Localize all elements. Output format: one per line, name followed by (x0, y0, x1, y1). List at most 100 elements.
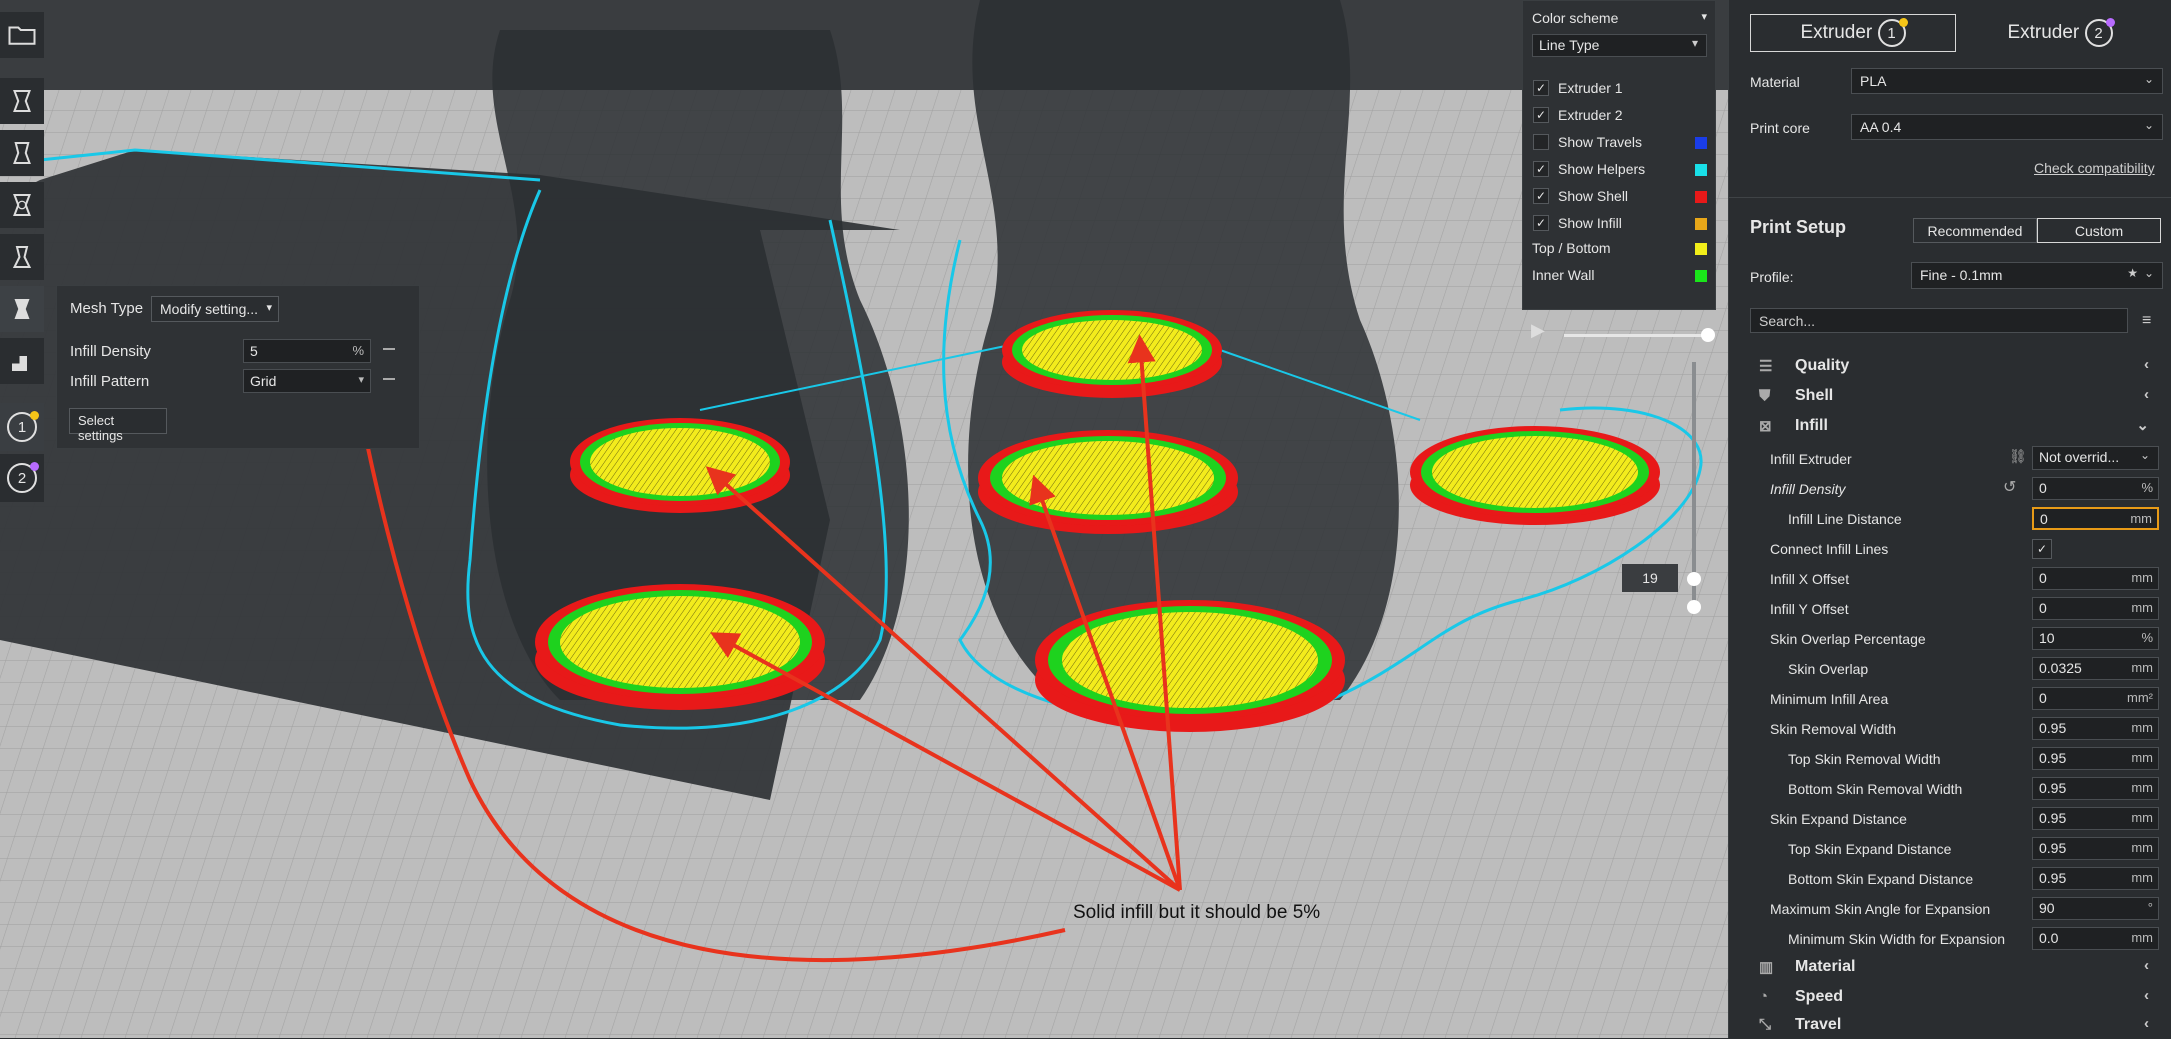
rotate-tool-button[interactable] (0, 182, 44, 228)
tab-recommended[interactable]: Recommended (1913, 218, 2037, 243)
tab-extruder-2[interactable]: Extruder 2 (1957, 14, 2163, 52)
print-core-dropdown[interactable]: AA 0.4⌄ (1851, 114, 2163, 140)
color-scheme-item[interactable]: ✓ Extruder 2 (1532, 104, 1707, 128)
color-scheme-item[interactable]: Show Travels (1532, 131, 1707, 155)
simulation-slider-handle[interactable] (1701, 328, 1715, 342)
category-quality[interactable]: ☰ Quality ‹ (1759, 356, 2149, 375)
checkbox[interactable] (1533, 134, 1549, 150)
category-travel[interactable]: ⤡ Travel ‹ (1759, 1015, 2149, 1033)
infill-density-input[interactable]: 5% (243, 339, 371, 363)
tab-extruder-1[interactable]: Extruder 1 (1750, 14, 1956, 52)
color-scheme-item[interactable]: ✓ Show Helpers (1532, 158, 1707, 182)
color-scheme-item[interactable]: ✓ Show Infill (1532, 212, 1707, 236)
layer-slider-track[interactable] (1692, 362, 1696, 608)
star-icon[interactable]: ★ (2127, 266, 2138, 280)
disc-right (1410, 426, 1660, 525)
extruder-1-badge: 1 (1877, 18, 1908, 47)
select-settings-button[interactable]: Select settings (69, 408, 167, 443)
color-scheme-dropdown[interactable]: Line Type▾ (1532, 34, 1707, 57)
extruder-2-button[interactable]: 2 (0, 454, 44, 502)
connect-infill-lines-checkbox[interactable]: ✓ (2032, 539, 2052, 559)
category-shell[interactable]: ⛊ Shell ‹ (1759, 386, 2149, 404)
support-blocker-icon (12, 356, 27, 371)
3d-viewport[interactable]: Solid infill but it should be 5% ▶ 19 (0, 0, 1728, 1038)
setting-row-infill-density[interactable]: Infill Density ↺ 0% (1729, 474, 2171, 504)
checkbox[interactable]: ✓ (1533, 107, 1549, 123)
mirror-tool-button[interactable] (0, 234, 44, 280)
checkbox[interactable]: ✓ (1533, 80, 1549, 96)
material-icon: ▥ (1759, 959, 1774, 976)
checkbox[interactable]: ✓ (1533, 161, 1549, 177)
reset-icon[interactable]: ↺ (2003, 479, 2017, 496)
per-model-settings-button[interactable] (0, 286, 44, 332)
checkbox[interactable]: ✓ (1533, 188, 1549, 204)
color-scheme-item[interactable]: ✓ Show Shell (1532, 185, 1707, 209)
setting-input[interactable]: 10% (2032, 627, 2159, 650)
search-input[interactable]: Search... (1750, 308, 2128, 333)
setting-row-infill-extruder[interactable]: Infill Extruder ⛓ Not overrid...⌄ (1729, 444, 2171, 474)
infill-pattern-dropdown[interactable]: Grid▾ (243, 369, 371, 393)
link-icon[interactable]: ⛓ (2009, 448, 2027, 464)
setting-input[interactable]: 90° (2032, 897, 2159, 920)
remove-setting-icon[interactable] (383, 348, 395, 350)
layer-slider-upper-handle[interactable] (1687, 572, 1701, 586)
move-tool-button[interactable] (0, 78, 44, 124)
chevron-left-icon: ‹ (2144, 386, 2149, 403)
extruder-1-button[interactable]: 1 (0, 403, 44, 451)
chevron-down-icon: ⌄ (2136, 417, 2149, 434)
support-blocker-button[interactable] (0, 338, 44, 384)
tab-custom[interactable]: Custom (2037, 218, 2161, 243)
remove-setting-icon[interactable] (383, 378, 395, 380)
checkbox[interactable]: ✓ (1533, 215, 1549, 231)
check-compatibility-link[interactable]: Check compatibility (2034, 160, 2155, 176)
setting-row[interactable]: Maximum Skin Angle for Expansion 90° (1729, 894, 2171, 924)
material-dropdown[interactable]: PLA⌄ (1851, 68, 2163, 94)
settings-menu-icon[interactable]: ≡ (2142, 312, 2152, 329)
open-file-button[interactable] (0, 12, 44, 58)
category-infill[interactable]: ⊠ Infill ⌄ (1759, 417, 2149, 435)
scale-tool-button[interactable] (0, 130, 44, 176)
simulation-slider-track[interactable] (1564, 334, 1710, 337)
color-swatch (1695, 218, 1707, 230)
color-legend-item: Top / Bottom (1532, 237, 1707, 261)
color-scheme-title[interactable]: Color scheme▾ (1532, 10, 1707, 26)
category-speed[interactable]: ◔ Speed ‹ (1759, 987, 2149, 1005)
build-plate-scene[interactable] (0, 0, 1728, 1038)
color-scheme-item[interactable]: ✓ Extruder 1 (1532, 77, 1707, 101)
setting-row-connect-infill-lines[interactable]: Connect Infill Lines ✓ (1729, 534, 2171, 564)
layer-number-box[interactable]: 19 (1622, 564, 1678, 592)
profile-dropdown[interactable]: Fine - 0.1mm★⌄ (1911, 262, 2163, 289)
play-button[interactable]: ▶ (1531, 320, 1545, 340)
infill-extruder-dropdown[interactable]: Not overrid...⌄ (2032, 446, 2159, 470)
layer-slider-lower-handle[interactable] (1687, 600, 1701, 614)
category-material[interactable]: ▥ Material ‹ (1759, 957, 2149, 976)
mesh-type-dropdown[interactable]: Modify setting...▾ (151, 296, 279, 322)
extruder-1-badge: 1 (7, 411, 39, 442)
infill-density-field[interactable]: 0% (2032, 477, 2159, 500)
setting-row[interactable]: Skin Overlap Percentage 10% (1729, 624, 2171, 654)
